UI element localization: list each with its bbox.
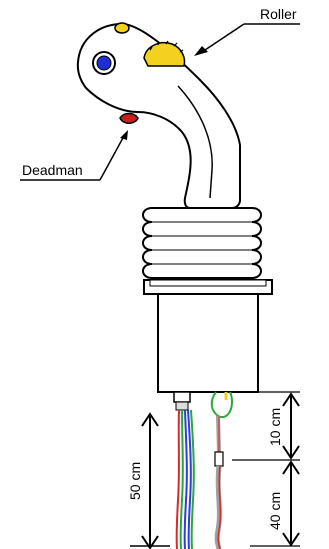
joystick-handle <box>76 22 241 209</box>
joystick-body <box>157 293 259 393</box>
bellows <box>142 207 262 279</box>
roller-icon <box>143 40 186 67</box>
cable-bundle-aux <box>210 391 234 549</box>
roller-label: Roller <box>260 6 297 22</box>
dimension-10cm-label: 10 cm <box>267 408 283 446</box>
handle-inner-line <box>177 85 213 199</box>
blue-button-icon <box>92 51 116 75</box>
dimension-50cm-label: 50 cm <box>127 462 143 500</box>
top-button <box>114 22 130 34</box>
cable-bundle-main <box>175 409 195 549</box>
dimension-50cm <box>130 412 170 549</box>
dimension-40cm <box>282 460 300 547</box>
deadman-label: Deadman <box>22 162 83 178</box>
deadman-leader <box>20 130 128 181</box>
roller-leader <box>194 23 300 56</box>
cable-connector <box>173 391 191 411</box>
dimension-10cm <box>282 392 300 460</box>
deadman-trigger-icon <box>119 112 139 124</box>
dimension-40cm-label: 40 cm <box>267 492 283 530</box>
flange-upper <box>149 279 267 287</box>
